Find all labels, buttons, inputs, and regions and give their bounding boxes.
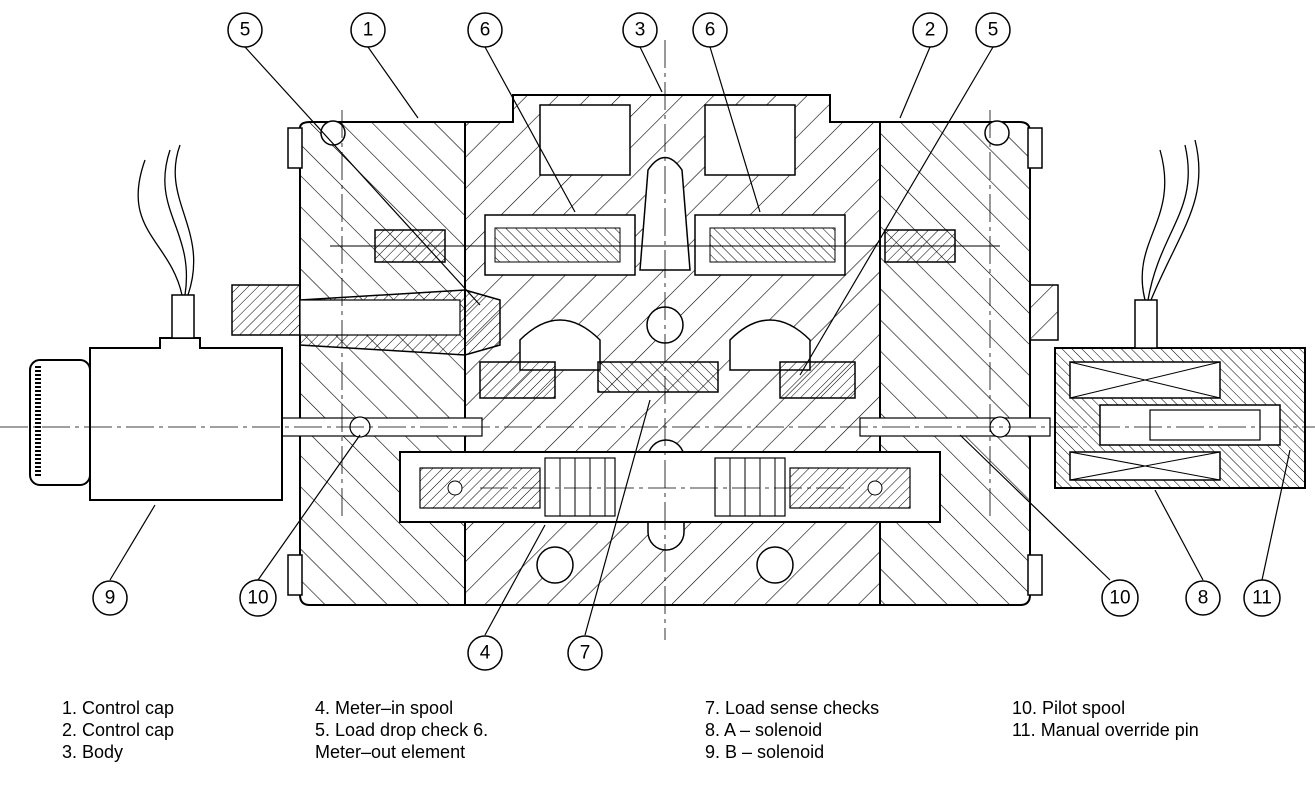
callout-5-right: 5 [975, 12, 1011, 48]
callout-10-right: 10 [1101, 579, 1139, 617]
valve-cross-section-drawing: 5 1 6 3 6 2 5 9 10 4 7 10 [0, 12, 1315, 671]
svg-text:6: 6 [705, 20, 716, 41]
legend-item: 7. Load sense checks [705, 698, 880, 718]
svg-text:11: 11 [1252, 588, 1272, 609]
svg-text:1: 1 [363, 20, 374, 41]
callout-4: 4 [467, 635, 503, 671]
callout-10-left: 10 [239, 579, 277, 617]
svg-text:5: 5 [240, 20, 251, 41]
middle-checks [479, 361, 856, 399]
legend-column-4: 10. Pilot spool 11. Manual override pin [1012, 697, 1199, 741]
left-control-cap [287, 120, 466, 606]
svg-text:2: 2 [925, 20, 936, 41]
legend-item: 5. Load drop check 6. [315, 720, 489, 740]
legend-item: 2. Control cap [62, 720, 175, 740]
svg-text:8: 8 [1198, 588, 1209, 609]
legend-item: 4. Meter–in spool [315, 698, 454, 718]
callout-11: 11 [1243, 579, 1281, 617]
legend-item: 10. Pilot spool [1012, 698, 1126, 718]
b-solenoid [29, 144, 283, 501]
legend-column-2: 4. Meter–in spool 5. Load drop check 6. … [315, 697, 488, 763]
callout-8: 8 [1185, 580, 1221, 616]
svg-text:5: 5 [988, 20, 999, 41]
legend-item: 11. Manual override pin [1012, 720, 1199, 740]
leader-lines [109, 46, 1291, 636]
legend-item: 3. Body [62, 742, 124, 762]
svg-text:7: 7 [580, 643, 591, 664]
svg-text:9: 9 [105, 588, 116, 609]
callout-3: 3 [622, 12, 658, 48]
callout-2: 2 [912, 12, 948, 48]
svg-text:4: 4 [480, 643, 491, 664]
a-solenoid [1054, 139, 1306, 489]
callout-7: 7 [567, 635, 603, 671]
svg-text:10: 10 [1109, 588, 1130, 609]
callout-5-left: 5 [227, 12, 263, 48]
svg-text:6: 6 [480, 20, 491, 41]
meter-in-spool [399, 451, 941, 523]
upper-check-assemblies [330, 214, 1000, 276]
callout-9: 9 [92, 580, 128, 616]
valve-body [464, 94, 881, 606]
callout-6-left: 6 [467, 12, 503, 48]
svg-text:3: 3 [635, 20, 646, 41]
svg-text:10: 10 [247, 588, 268, 609]
legend-column-3: 7. Load sense checks 8. A – solenoid 9. … [705, 697, 879, 763]
load-drop-check-left [231, 284, 501, 356]
legend-item: Meter–out element [315, 742, 466, 762]
centre-lines [0, 40, 1315, 640]
legend-column-1: 1. Control cap 2. Control cap 3. Body [62, 697, 174, 763]
callout-6-right: 6 [692, 12, 728, 48]
callout-1: 1 [350, 12, 386, 48]
legend-item: 8. A – solenoid [705, 720, 823, 740]
legend-item: 9. B – solenoid [705, 742, 825, 762]
legend-item: 1. Control cap [62, 698, 175, 718]
